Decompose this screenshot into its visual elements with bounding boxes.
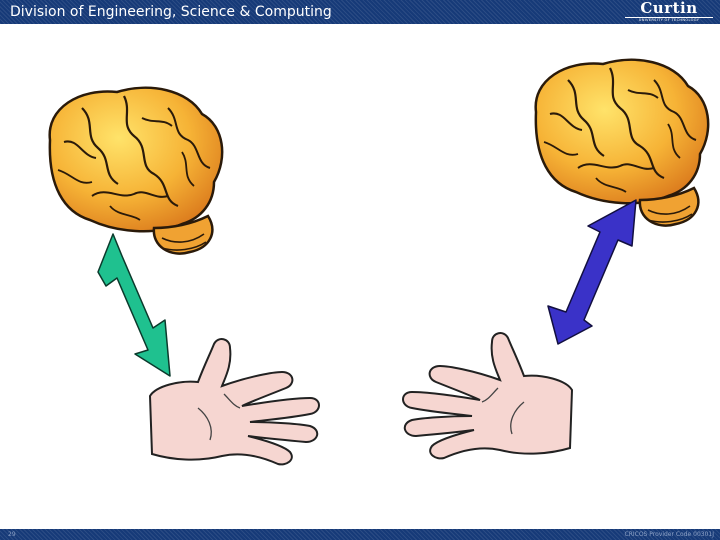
cricos-code: CRICOS Provider Code 00301J [624,531,715,538]
slide-number: 29 [8,531,16,538]
footer-bar: 29 CRICOS Provider Code 00301J [0,529,720,540]
hand-icon-left [149,338,320,466]
brain-icon-right [534,58,710,227]
logo-wordmark: Curtin [640,0,698,17]
header-bar: Division of Engineering, Science & Compu… [0,0,720,24]
curtin-logo: Curtin UNIVERSITY OF TECHNOLOGY [622,1,716,22]
double-arrow-icon-right [547,199,637,345]
logo-subtitle: UNIVERSITY OF TECHNOLOGY [625,17,713,23]
double-arrow-icon-left [97,233,171,377]
page-title: Division of Engineering, Science & Compu… [10,4,332,20]
brain-icon-left [48,86,224,255]
hand-icon-right [402,332,573,460]
